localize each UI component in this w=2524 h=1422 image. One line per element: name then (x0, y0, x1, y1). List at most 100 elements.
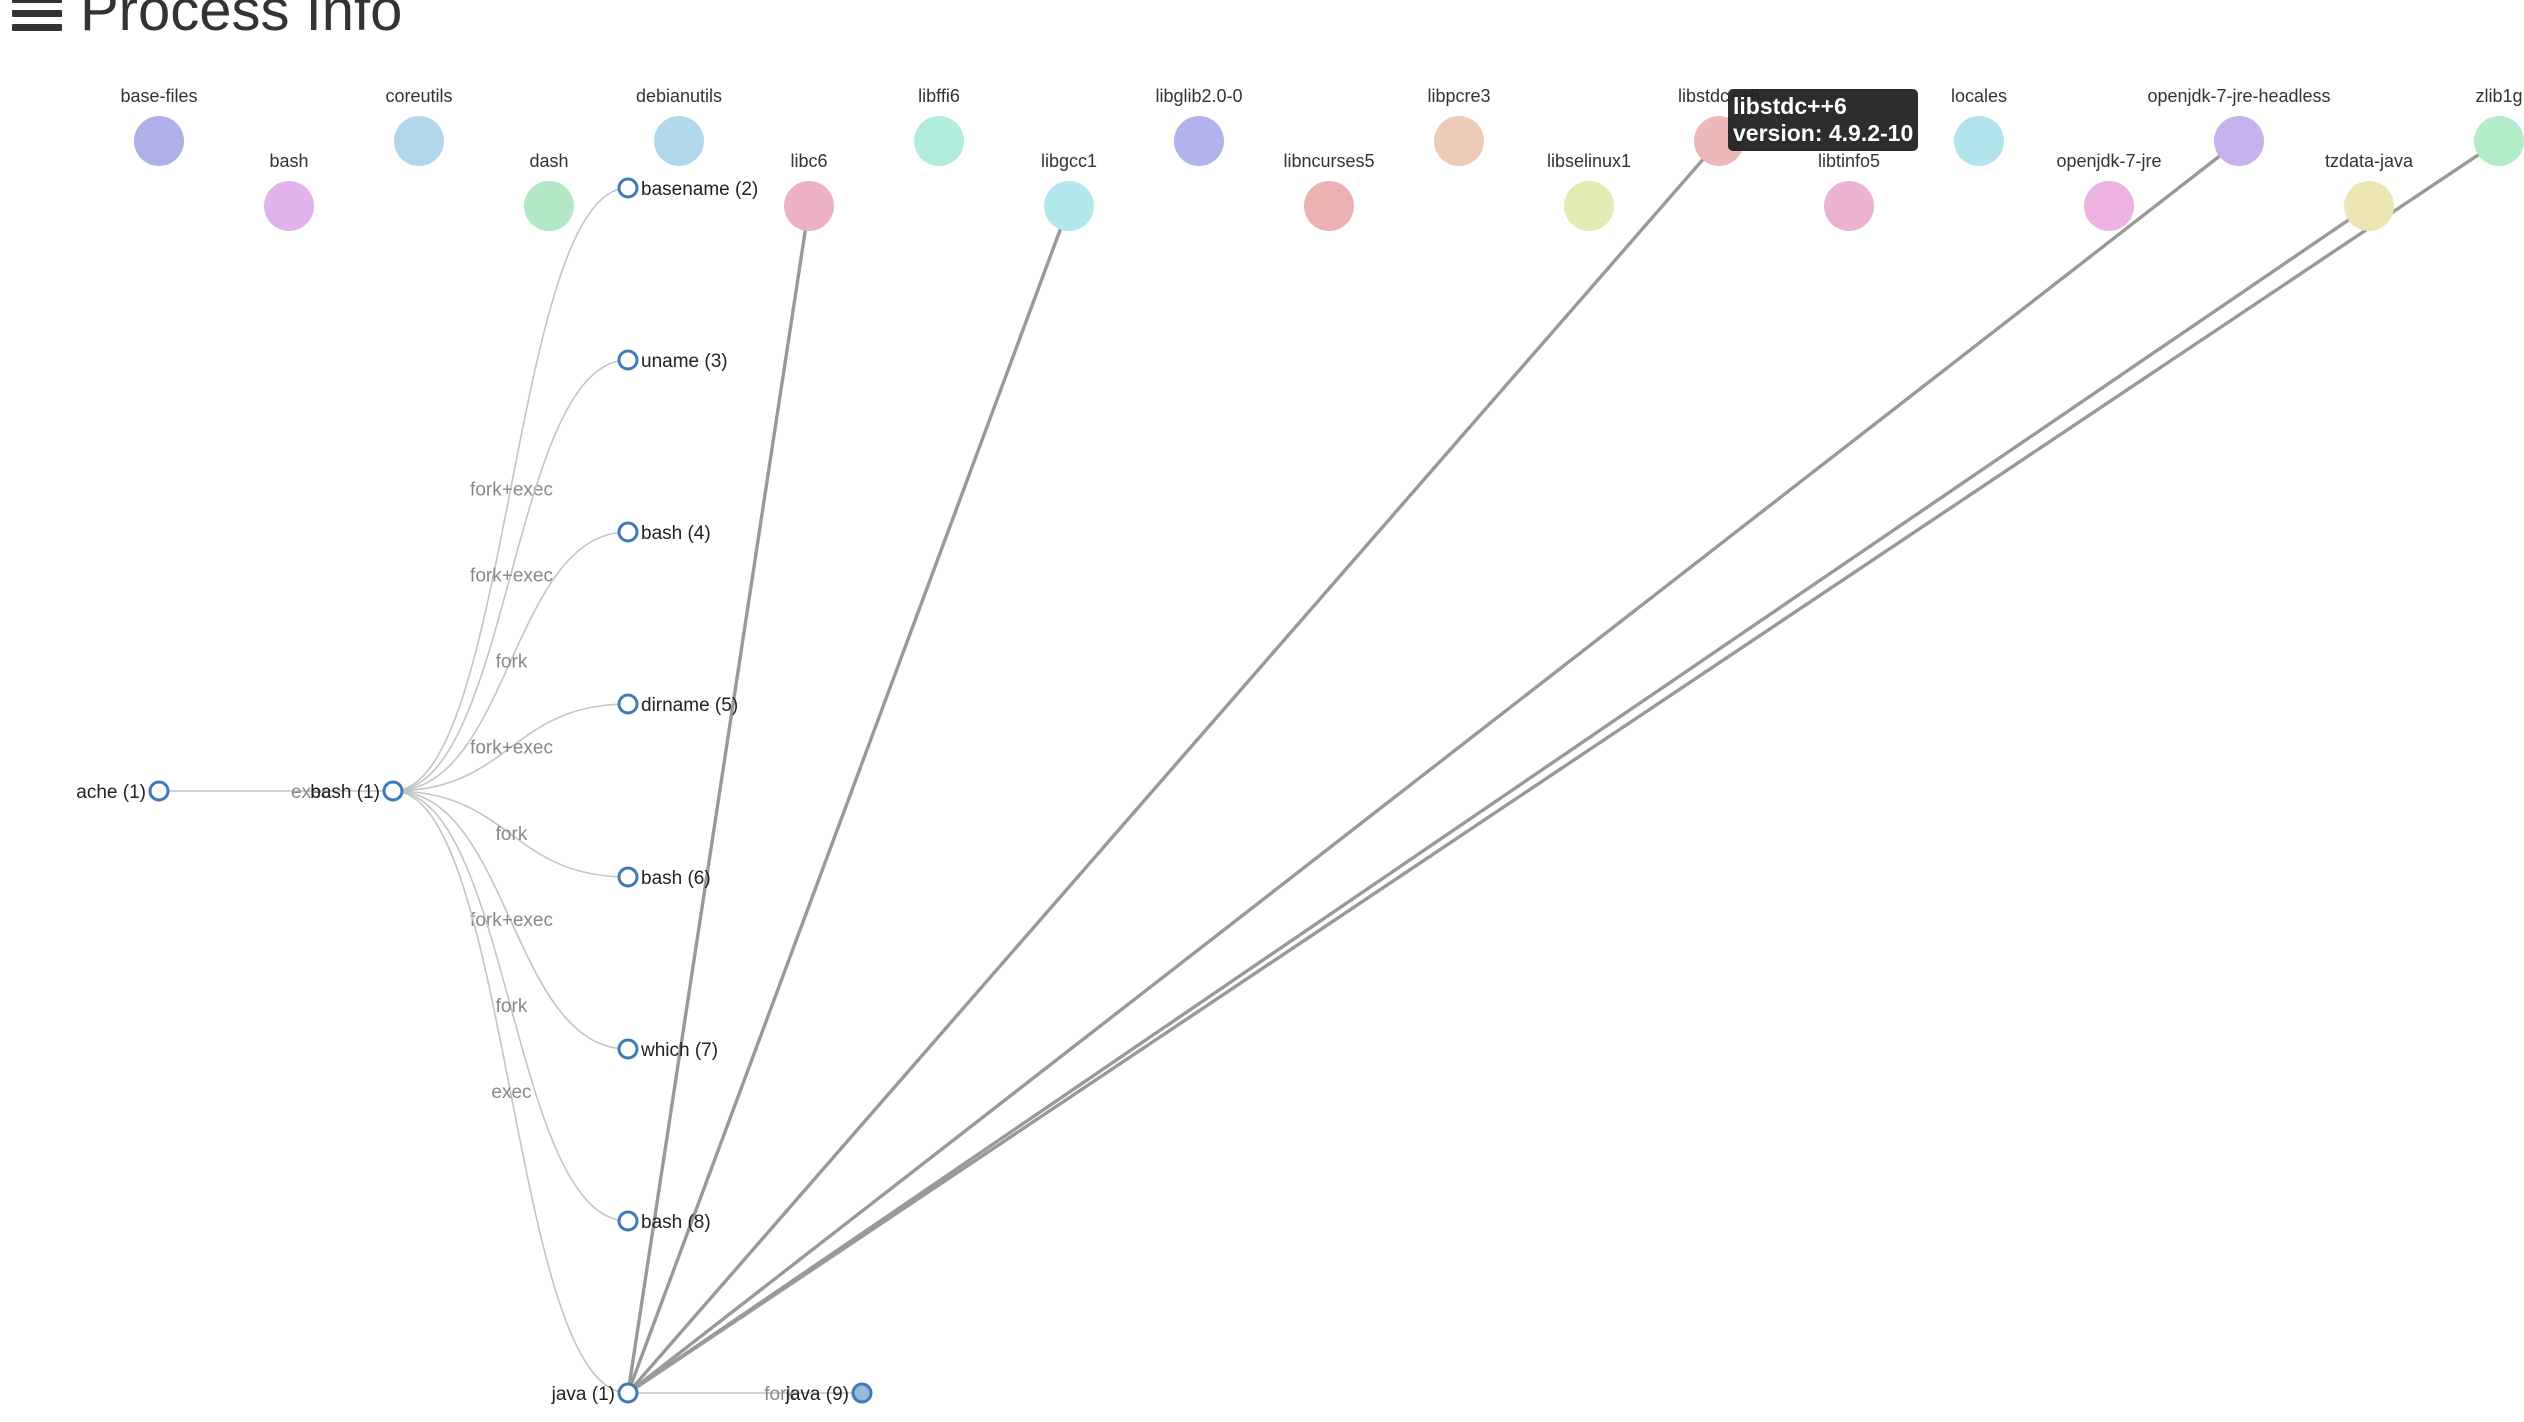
process-edge-bash1-uname3 (392, 359, 629, 792)
process-edge-label: fork (764, 1384, 796, 1405)
package-label: debianutils (636, 86, 722, 106)
dependency-edge-zlib1g (627, 139, 2500, 1395)
package-label: libpcre3 (1427, 86, 1490, 106)
process-node-dirname5[interactable]: dirname (5) (617, 693, 738, 716)
package-circle[interactable] (1824, 181, 1874, 231)
process-nodes: ache (1) bash (1) basename (2) uname (3) bas… (76, 177, 873, 1405)
process-label: uname (3) (641, 351, 728, 372)
process-circle[interactable] (617, 1038, 639, 1060)
process-edge-bash1-java1 (392, 790, 629, 1394)
package-node-debianutils[interactable]: debianutils (636, 86, 722, 166)
process-label: bash (6) (641, 868, 711, 889)
package-circle[interactable] (264, 181, 314, 231)
package-node-libffi6[interactable]: libffi6 (914, 86, 964, 166)
process-circle[interactable] (617, 693, 639, 715)
package-circle[interactable] (1434, 116, 1484, 166)
package-node-base-files[interactable]: base-files (120, 86, 198, 166)
package-label: tzdata-java (2325, 151, 2414, 171)
process-edge-label: fork+exec (470, 480, 553, 501)
process-circle[interactable] (382, 780, 404, 802)
package-circle[interactable] (1954, 116, 2004, 166)
dependency-edges (626, 139, 2500, 1395)
process-edge-label: exec (491, 1082, 531, 1103)
process-circle[interactable] (617, 1382, 639, 1404)
package-label: libgcc1 (1041, 151, 1097, 171)
package-circle[interactable] (2084, 181, 2134, 231)
process-label: java (1) (551, 1384, 615, 1405)
process-node-java9[interactable]: java (9) (785, 1382, 873, 1405)
process-edge-bash1-basename2 (392, 187, 629, 792)
package-label: dash (529, 151, 568, 171)
package-node-openjdk-7-jre-headless[interactable]: openjdk-7-jre-headless (2147, 86, 2331, 166)
package-node-libncurses5[interactable]: libncurses5 (1283, 151, 1375, 231)
package-circle[interactable] (2344, 181, 2394, 231)
package-circle[interactable] (394, 116, 444, 166)
process-circle[interactable] (617, 521, 639, 543)
dependency-edge-openjdk-7-jre-headless (626, 139, 2241, 1395)
package-circle[interactable] (1044, 181, 1094, 231)
package-label: openjdk-7-jre (2056, 151, 2161, 171)
package-circle[interactable] (914, 116, 964, 166)
package-circle[interactable] (524, 181, 574, 231)
process-circle[interactable] (617, 349, 639, 371)
process-edge-label: fork+exec (470, 738, 553, 759)
process-edges: exec fork+exec fork+exec fork fork+exec fork f… (159, 187, 862, 1405)
process-node-basename2[interactable]: basename (2) (617, 177, 758, 200)
package-node-locales[interactable]: locales (1951, 86, 2007, 166)
process-node-bash1[interactable]: bash (1) (310, 780, 404, 803)
package-label: zlib1g (2475, 86, 2522, 106)
process-node-ache[interactable]: ache (1) (76, 780, 170, 803)
package-label: locales (1951, 86, 2007, 106)
package-circle[interactable] (134, 116, 184, 166)
dependency-edge-libstdc-6 (626, 139, 1721, 1395)
process-node-java1[interactable]: java (1) (551, 1382, 639, 1405)
package-circle[interactable] (784, 181, 834, 231)
process-node-bash6[interactable]: bash (6) (617, 866, 711, 889)
process-node-which7[interactable]: which (7) (617, 1038, 718, 1061)
process-circle[interactable] (617, 177, 639, 199)
dependency-edge-libc6 (626, 205, 811, 1394)
process-label: dirname (5) (641, 695, 738, 716)
package-circle[interactable] (2474, 116, 2524, 166)
package-node-bash[interactable]: bash (264, 151, 314, 231)
package-node-tzdata-java[interactable]: tzdata-java (2325, 151, 2414, 231)
package-node-dash[interactable]: dash (524, 151, 574, 231)
process-edge-label: fork (496, 996, 528, 1017)
package-node-libselinux1[interactable]: libselinux1 (1547, 151, 1631, 231)
package-circle[interactable] (1564, 181, 1614, 231)
package-circle[interactable] (1304, 181, 1354, 231)
process-edge-label: fork+exec (470, 910, 553, 931)
process-node-bash8[interactable]: bash (8) (617, 1210, 711, 1233)
package-label: bash (269, 151, 308, 171)
package-node-libgcc1[interactable]: libgcc1 (1041, 151, 1097, 231)
package-node-libglib2-0-0[interactable]: libglib2.0-0 (1155, 86, 1243, 166)
page-title: Process Info (80, 0, 403, 43)
process-node-uname3[interactable]: uname (3) (617, 349, 728, 372)
package-nodes: base-files bash coreutils dash debianutils li… (120, 86, 2524, 231)
process-edge-bash1-dirname5 (392, 703, 629, 792)
package-label: openjdk-7-jre-headless (2147, 86, 2330, 106)
process-circle[interactable] (851, 1382, 873, 1404)
process-label: which (7) (640, 1040, 718, 1061)
package-circle[interactable] (654, 116, 704, 166)
process-node-bash4[interactable]: bash (4) (617, 521, 711, 544)
package-node-openjdk-7-jre[interactable]: openjdk-7-jre (2056, 151, 2162, 231)
package-node-libc6[interactable]: libc6 (784, 151, 834, 231)
package-circle[interactable] (2214, 116, 2264, 166)
tooltip-package-version: version: 4.9.2-10 (1733, 120, 1914, 146)
package-node-zlib1g[interactable]: zlib1g (2474, 86, 2524, 166)
package-circle[interactable] (1174, 116, 1224, 166)
package-node-coreutils[interactable]: coreutils (385, 86, 453, 166)
package-node-libpcre3[interactable]: libpcre3 (1427, 86, 1491, 166)
process-circle[interactable] (617, 1210, 639, 1232)
package-node-libtinfo5[interactable]: libtinfo5 (1818, 151, 1880, 231)
package-label: libffi6 (918, 86, 960, 106)
dependency-edge-tzdata-java (627, 204, 2370, 1395)
hamburger-menu-icon[interactable] (12, 0, 62, 36)
process-label: bash (1) (310, 782, 380, 803)
process-edge-label: fork (496, 824, 528, 845)
process-label: bash (4) (641, 523, 711, 544)
package-label: libncurses5 (1283, 151, 1374, 171)
process-circle[interactable] (617, 866, 639, 888)
process-circle[interactable] (148, 780, 170, 802)
